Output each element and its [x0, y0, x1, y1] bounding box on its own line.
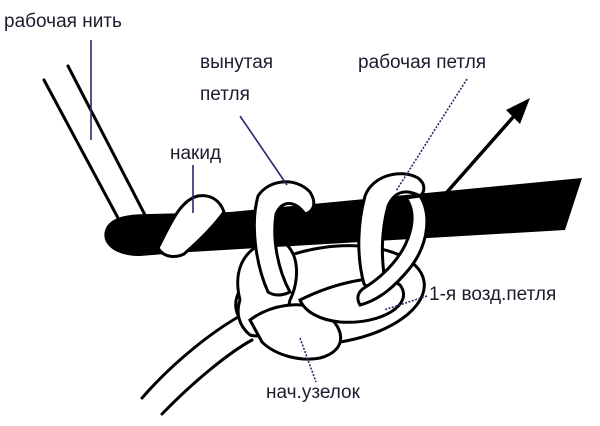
label-working-yarn: рабочая нить [4, 11, 122, 32]
yarn-over [156, 194, 226, 258]
pulled-loop [252, 180, 316, 297]
label-yarn-over: накид [170, 143, 222, 164]
working-yarn-strands [42, 64, 147, 220]
crochet-hook [104, 178, 582, 256]
leader-lines [90, 40, 468, 383]
arrow-icon [438, 98, 530, 202]
label-working-loop: рабочая петля [358, 52, 487, 73]
yarn-tail [140, 314, 254, 416]
label-first-chain: 1-я возд.петля [429, 284, 557, 305]
label-pulled-loop-line1: вынутая [200, 52, 274, 73]
working-loop [356, 172, 429, 307]
label-slip-knot: нач.узелок [266, 382, 360, 403]
label-pulled-loop-line2: петля [200, 84, 250, 105]
